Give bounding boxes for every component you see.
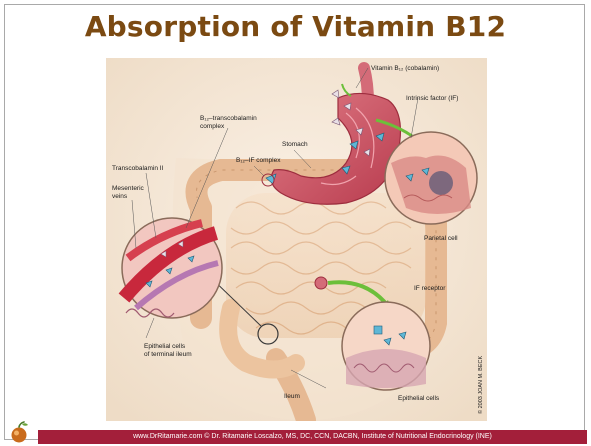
label-mesenteric-2: veins <box>112 193 128 200</box>
label-b12-if-complex: B₁₂–IF complex <box>236 157 281 164</box>
parietal-cell-zoom <box>385 132 477 224</box>
label-b12-transcobalamin: B₁₂–transcobalamin <box>200 115 257 122</box>
footer-bar: www.DrRitamarie.com © Dr. Ritamarie Losc… <box>38 430 587 444</box>
if-receptor-zoom <box>342 302 430 390</box>
mesenteric-zoom <box>122 218 222 318</box>
vitamin-b12-absorption-illustration: Vitamin B₁₂ (cobalamin) Intrinsic factor… <box>106 58 487 421</box>
label-epithelial-terminal-2: of terminal ileum <box>144 351 192 358</box>
label-if-receptor: IF receptor <box>414 285 446 292</box>
label-copyright: © 2003 JOAN M. BECK <box>477 356 484 414</box>
label-vitamin-b12: Vitamin B₁₂ (cobalamin) <box>371 65 439 72</box>
label-transcobalamin-ii: Transcobalamin II <box>112 165 164 172</box>
ine-logo-icon <box>8 420 30 444</box>
slide-title: Absorption of Vitamin B12 <box>0 10 591 43</box>
label-stomach: Stomach <box>282 141 308 148</box>
label-epithelial-terminal: Epithelial cells <box>144 343 186 350</box>
label-mesenteric: Mesenteric <box>112 185 145 192</box>
label-ileum: Ileum <box>284 393 300 400</box>
label-epithelial-cells: Epithelial cells <box>398 395 440 402</box>
label-parietal-cell: Parietal cell <box>424 235 458 242</box>
if-receptor-marker <box>315 277 327 289</box>
label-b12-transcobalamin-2: complex <box>200 123 225 130</box>
label-intrinsic-factor: Intrinsic factor (IF) <box>406 95 458 102</box>
